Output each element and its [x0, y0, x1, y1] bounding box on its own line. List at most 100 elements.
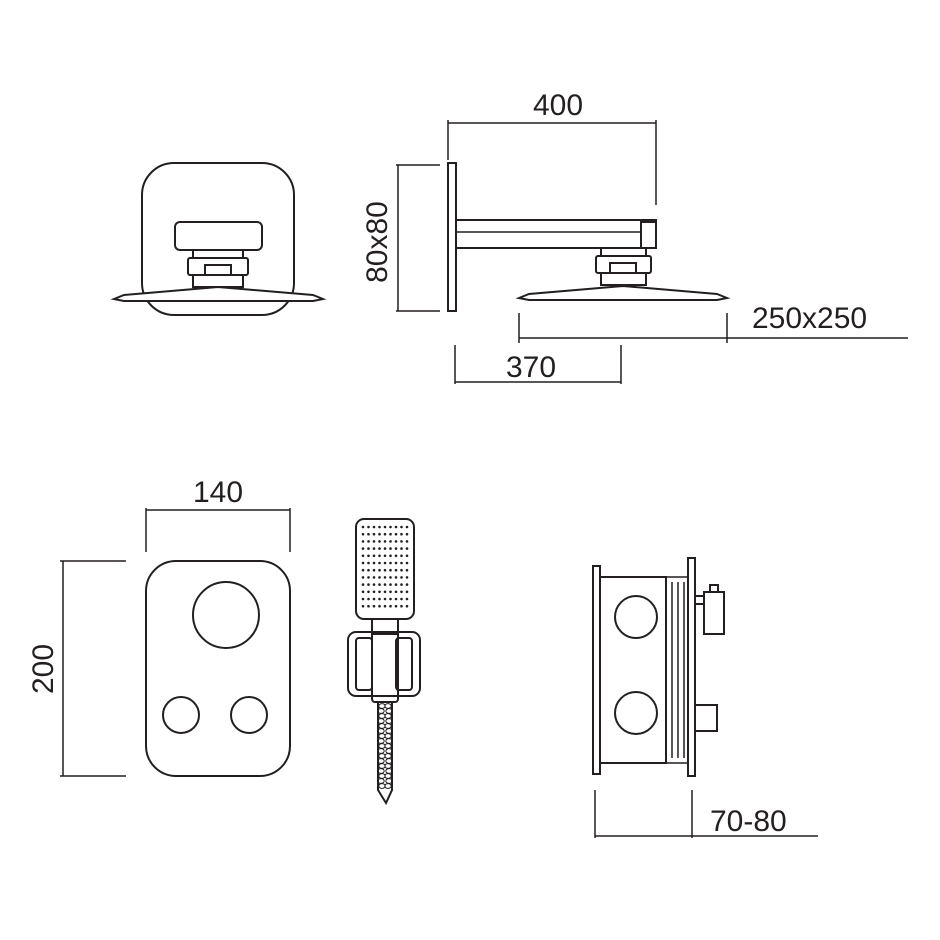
dimension-label-arm-length: 400 [533, 89, 583, 122]
nozzle-dot [361, 568, 365, 572]
hose-link [378, 713, 386, 719]
concealed-valve-box-side-view-icon [592, 557, 725, 777]
nozzle-dot [367, 583, 370, 586]
dimension-label-wall-depth: 70-80 [710, 805, 787, 838]
nozzle-dot [383, 561, 387, 565]
dimension-plate-width: 140 [145, 476, 291, 552]
dimension-plate-height: 200 [27, 560, 126, 777]
nozzle-dot [372, 568, 376, 572]
nozzle-dot [389, 561, 392, 565]
nozzle-dot [378, 554, 381, 558]
nozzle-dot [361, 547, 365, 550]
hose-link [378, 773, 386, 779]
nozzle-dot [372, 525, 376, 529]
hose-link [378, 783, 386, 789]
nozzle-dot [400, 590, 403, 594]
nozzle-dot [378, 597, 381, 601]
nozzle-dot [367, 525, 370, 529]
hose-link [384, 773, 392, 779]
nozzle-dot [361, 597, 365, 601]
nozzle-dot [389, 540, 392, 543]
nozzle-dot [400, 561, 403, 565]
nozzle-dot [378, 561, 381, 565]
nozzle-dot [400, 583, 403, 586]
nozzle-dot [378, 568, 381, 572]
dimension-label-plate-width: 140 [193, 476, 243, 509]
nozzle-dot [405, 554, 409, 558]
nozzle-dot [367, 540, 370, 543]
nozzle-dot [389, 597, 392, 601]
nozzle-dot [405, 568, 409, 572]
dimension-label-plate-height: 200 [27, 644, 60, 694]
nozzle-dot [361, 532, 365, 536]
nozzle-dot [361, 554, 365, 558]
nozzle-dot [361, 583, 365, 586]
nozzle-dot [405, 583, 409, 586]
nozzle-dot [367, 547, 370, 550]
nozzle-dot [383, 590, 387, 594]
nozzle-dot [405, 547, 409, 550]
hose-link [378, 753, 386, 759]
dimension-wall-plate: 80x80 [361, 164, 440, 312]
nozzle-dot [389, 583, 392, 586]
nozzle-dot [400, 597, 403, 601]
hose-link [384, 733, 392, 739]
hose-link [378, 733, 386, 739]
hand-shower-nozzles [361, 525, 409, 608]
nozzle-dot [383, 576, 387, 579]
nozzle-dot [383, 525, 387, 529]
nozzle-dot [394, 532, 398, 536]
nozzle-dot [389, 576, 392, 579]
nozzle-dot [383, 597, 387, 601]
nozzle-dot [394, 604, 398, 608]
hose-link [384, 783, 392, 789]
nozzle-dot [383, 604, 387, 608]
nozzle-dot [394, 540, 398, 543]
nozzle-dot [405, 576, 409, 579]
nozzle-dot [372, 576, 376, 579]
nozzle-dot [372, 597, 376, 601]
nozzle-dot [394, 554, 398, 558]
nozzle-dot [400, 604, 403, 608]
nozzle-dot [361, 604, 365, 608]
hose-link [378, 743, 386, 749]
nozzle-dot [405, 597, 409, 601]
nozzle-dot [367, 576, 370, 579]
nozzle-dot [383, 554, 387, 558]
dimension-head-size: 250x250 [518, 302, 908, 343]
hose-link [378, 723, 386, 729]
nozzle-dot [394, 583, 398, 586]
nozzle-dot [383, 532, 387, 536]
nozzle-dot [394, 597, 398, 601]
nozzle-dot [405, 604, 409, 608]
nozzle-dot [372, 583, 376, 586]
nozzle-dot [394, 525, 398, 529]
nozzle-dot [378, 540, 381, 543]
hose-link [378, 763, 386, 769]
shower-head-side-view-icon [447, 162, 731, 312]
hand-shower-hose-links [377, 703, 393, 789]
dimension-arm-length: 400 [447, 89, 657, 205]
nozzle-dot [361, 561, 365, 565]
hose-link [384, 723, 392, 729]
nozzle-dot [400, 532, 403, 536]
nozzle-dot [378, 532, 381, 536]
nozzle-dot [400, 540, 403, 543]
nozzle-dot [405, 525, 409, 529]
nozzle-dot [400, 576, 403, 579]
nozzle-dot [372, 590, 376, 594]
hose-link [378, 703, 386, 709]
nozzle-dot [378, 590, 381, 594]
nozzle-dot [367, 604, 370, 608]
hand-shower-icon [347, 518, 421, 806]
nozzle-dot [400, 568, 403, 572]
nozzle-dot [394, 568, 398, 572]
nozzle-dot [378, 525, 381, 529]
nozzle-dot [361, 540, 365, 543]
nozzle-dot [394, 576, 398, 579]
nozzle-dot [389, 590, 392, 594]
nozzle-dot [394, 547, 398, 550]
nozzle-dot [405, 561, 409, 565]
nozzle-dot [389, 532, 392, 536]
